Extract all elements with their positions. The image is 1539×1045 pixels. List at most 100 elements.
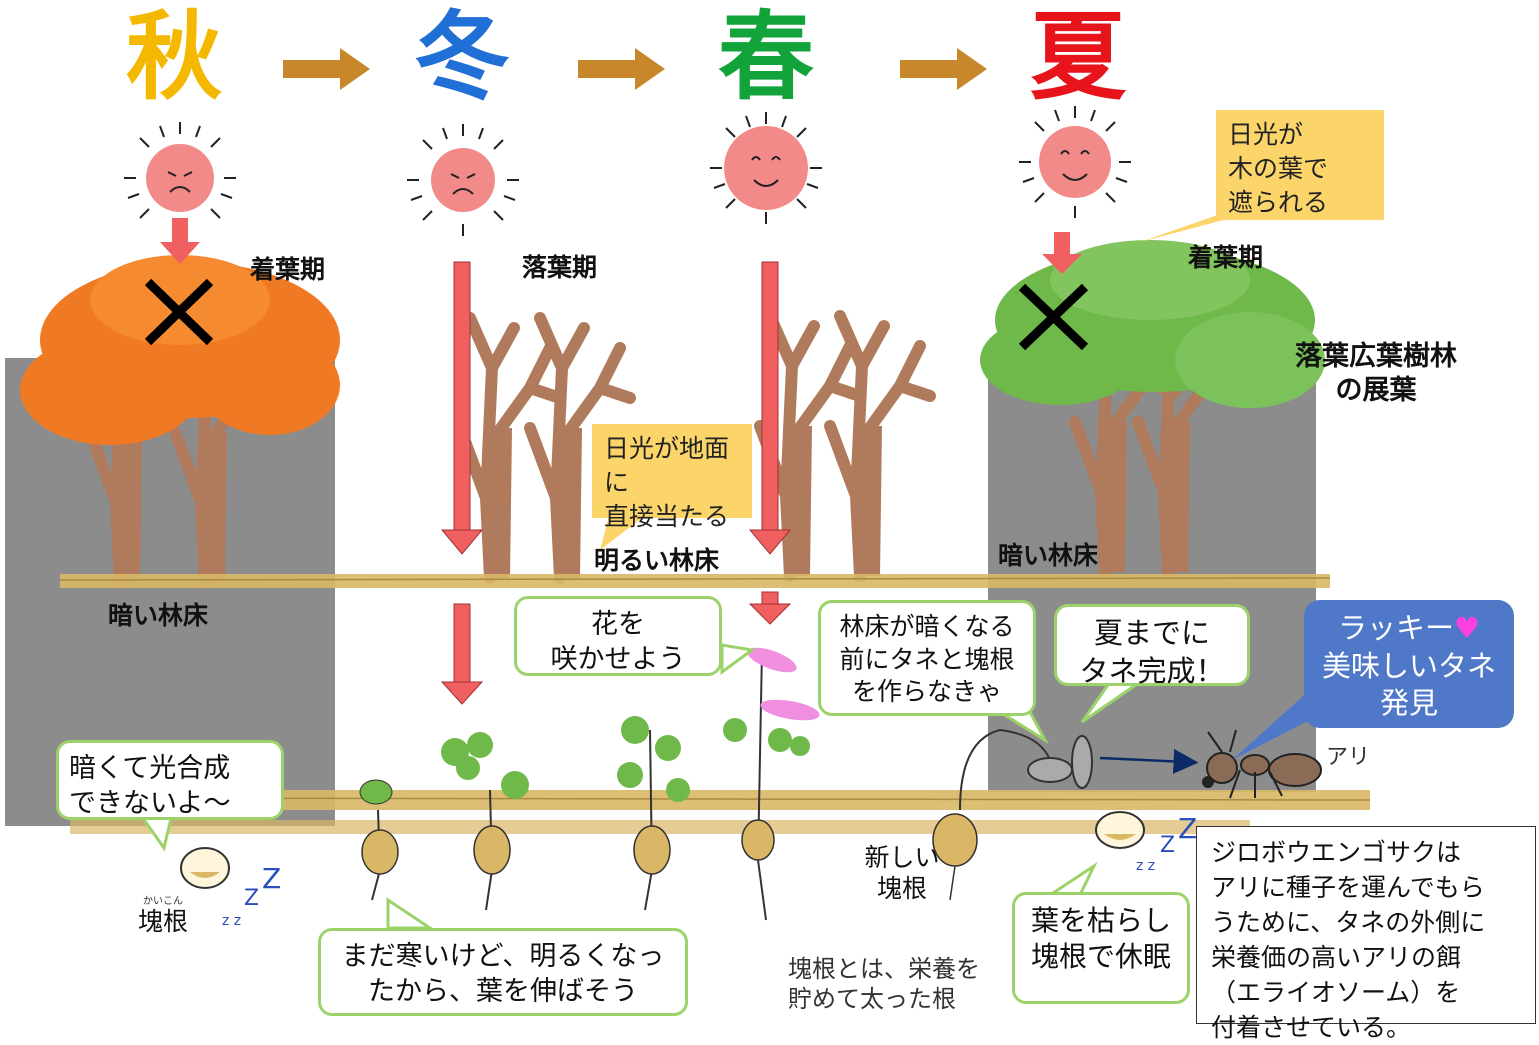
seeds-done-callout: 夏までに タネ完成！ <box>1054 604 1250 688</box>
new-tuber-label-line2: 塊根 <box>876 874 927 904</box>
spring-plant-1 <box>617 716 690 911</box>
spring-light-arrow <box>748 261 792 555</box>
dormant-line1: 葉を枯らし <box>1030 904 1171 937</box>
lucky-line2: 美味しいタネ <box>1321 648 1496 683</box>
summer-leaf-period-label: 着葉期 <box>1188 243 1264 272</box>
new-tuber-label-line1: 新しい <box>864 843 940 872</box>
sun-direct-callout: 日光が地面に 直接当たる <box>592 424 752 531</box>
canopy-label-line1: 落葉広葉樹林 <box>1295 341 1457 372</box>
dormant-callout: 葉を枯らし 塊根で休眠 <box>1012 892 1190 1004</box>
autumn-sun-icon <box>123 121 237 235</box>
new-tuber-label: 新しい 塊根 <box>852 842 952 905</box>
forest-floor-line <box>59 574 1331 588</box>
dark-callout-line1: 暗くて光合成 <box>69 753 231 784</box>
autumn-dark-floor-label: 暗い林床 <box>108 601 209 630</box>
lucky-line1-text: ラッキー <box>1337 611 1454 645</box>
lucky-callout: ラッキー♥ 美味しいタネ 発見 <box>1304 600 1514 728</box>
winter-ground-arrow <box>440 603 484 705</box>
spring-flowering-plant <box>723 647 820 921</box>
sun-direct-line1: 日光が地面に <box>604 434 730 497</box>
svg-text:Z: Z <box>1178 812 1197 845</box>
summer-canopy <box>980 240 1325 408</box>
spring-ground-arrow <box>748 591 792 625</box>
dark-callout-line2: できないよ～ <box>69 788 231 820</box>
lucky-line1: ラッキー♥ <box>1312 610 1506 648</box>
spring-bright-floor-label: 明るい林床 <box>594 546 720 575</box>
seeds-done-line1: 夏までに <box>1093 616 1210 650</box>
new-tuber-plant <box>932 728 1093 901</box>
grow-leaves-line1: まだ寒いけど、明るくなっ <box>341 941 665 972</box>
sun-blocked-line2: 木の葉で <box>1228 153 1329 183</box>
autumn-light-arrow <box>160 218 200 264</box>
tuber-definition-line2: 貯めて太った根 <box>788 985 956 1013</box>
sun-direct-tail <box>600 512 650 550</box>
explanation-line3: うために、タネの外側に <box>1211 908 1486 937</box>
season-arrow-1 <box>283 48 370 90</box>
heart-icon: ♥ <box>1454 611 1480 645</box>
ant-icon <box>1202 729 1322 799</box>
dark-no-photosynthesis-callout: 暗くて光合成 できないよ～ <box>56 740 284 820</box>
lucky-line3: 発見 <box>1379 686 1438 721</box>
summer-blocked-x-icon <box>1018 283 1089 351</box>
summer-sleep-zzz-icon: z z Z Z <box>1136 812 1197 874</box>
winter-leaf-fall-label: 落葉期 <box>522 253 598 282</box>
sun-blocked-line1: 日光が <box>1228 120 1304 149</box>
explanation-line4: 栄養価の高いアリの餌 <box>1211 943 1462 972</box>
explanation-line5: （エライオソーム）を <box>1211 978 1461 1007</box>
seed-pod <box>1027 757 1073 783</box>
canopy-label-line2: の展葉 <box>1335 374 1417 406</box>
grow-leaves-callout: まだ寒いけど、明るくなっ たから、葉を伸ばそう <box>318 928 688 1016</box>
tuber-definition-line1: 塊根とは、栄養を <box>788 955 980 983</box>
spring-flower-1 <box>747 647 797 673</box>
explanation-line2: アリに種子を運んでもら <box>1211 873 1485 902</box>
autumn-tuber <box>180 847 230 889</box>
winter-sprout-1 <box>359 779 399 901</box>
seeds-done-line2: タネ完成！ <box>1079 653 1225 688</box>
winter-sun-icon <box>406 123 520 237</box>
spring-flower-2 <box>760 699 820 721</box>
make-seeds-line3: を作らなきゃ <box>851 677 1002 706</box>
grow-leaves-line2: たから、葉を伸ばそう <box>368 976 638 1008</box>
sun-blocked-callout: 日光が 木の葉で 遮られる <box>1216 110 1384 220</box>
autumn-blocked-x-icon <box>144 278 214 346</box>
bloom-callout-line1: 花を <box>591 609 645 640</box>
lucky-callout-tail <box>1232 690 1310 760</box>
summer-sun-icon <box>1018 105 1132 219</box>
sun-direct-line2: 直接当たる <box>604 501 730 531</box>
summer-light-arrow <box>1042 232 1082 274</box>
spring-sun-icon <box>709 111 823 225</box>
tuber-label: 塊根 <box>138 907 189 936</box>
season-winter: 冬 <box>414 1 510 113</box>
leaves-callout-tail <box>386 897 435 930</box>
tuber-ruby: かいこん <box>143 896 183 907</box>
make-seeds-line2: 前にタネと塊根 <box>839 644 1015 674</box>
explanation-line1: ジロボウエンゴサクは <box>1211 838 1462 867</box>
winter-light-arrow <box>440 261 484 555</box>
season-arrow-2 <box>578 48 665 90</box>
autumn-leaf-period-label: 着葉期 <box>250 255 326 284</box>
dormant-line2: 塊根で休眠 <box>1030 940 1171 974</box>
make-seeds-line1: 林床が暗くなる <box>839 612 1015 641</box>
canopy-label: 落葉広葉樹林 の展葉 <box>1276 340 1476 408</box>
svg-text:Z: Z <box>244 886 259 911</box>
ant-label: アリ <box>1326 745 1371 770</box>
season-arrow-3 <box>900 48 987 90</box>
bloom-callout-line2: 咲かせよう <box>550 644 686 676</box>
season-autumn: 秋 <box>126 1 222 113</box>
summer-dark-floor-label: 暗い林床 <box>998 541 1099 570</box>
svg-text:Z: Z <box>262 862 281 895</box>
explanation-note: ジロボウエンゴサクは アリに種子を運んでもら うために、タネの外側に 栄養価の高… <box>1196 826 1536 1042</box>
explanation-line6: 付着させている。 <box>1211 1013 1412 1042</box>
seed-to-ant-arrow <box>1099 748 1199 774</box>
season-spring: 春 <box>718 1 814 113</box>
tuber-definition: 塊根とは、栄養を 貯めて太った根 <box>788 954 980 1014</box>
bloom-callout-tail <box>720 643 756 675</box>
winter-sprout-2 <box>441 732 529 911</box>
bloom-callout: 花を 咲かせよう <box>514 596 722 676</box>
summer-dormant-tuber <box>1095 811 1145 849</box>
sun-blocked-line3: 遮られる <box>1228 187 1329 217</box>
svg-text:Z: Z <box>1160 833 1175 858</box>
autumn-canopy <box>20 255 340 445</box>
sleep-zzz-icon: z z Z Z <box>222 862 281 929</box>
